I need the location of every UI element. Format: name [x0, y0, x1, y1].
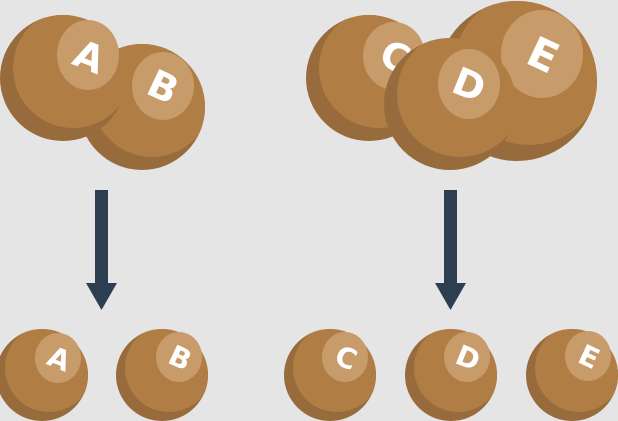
separated-ball-d: D: [405, 329, 497, 421]
separated-ball-b: B: [116, 329, 208, 421]
ball-a: A: [0, 15, 126, 141]
arrow-down-icon: [435, 190, 466, 310]
arrow-down-icon: [86, 190, 117, 310]
combined-molecule-ab: B A: [0, 15, 205, 170]
separated-ball-a: A: [0, 329, 88, 421]
separated-ball-c: C: [284, 329, 376, 421]
combined-molecule-cde: E C D: [306, 1, 597, 170]
separated-ball-e: E: [526, 329, 618, 421]
ball-d: D: [384, 38, 516, 170]
